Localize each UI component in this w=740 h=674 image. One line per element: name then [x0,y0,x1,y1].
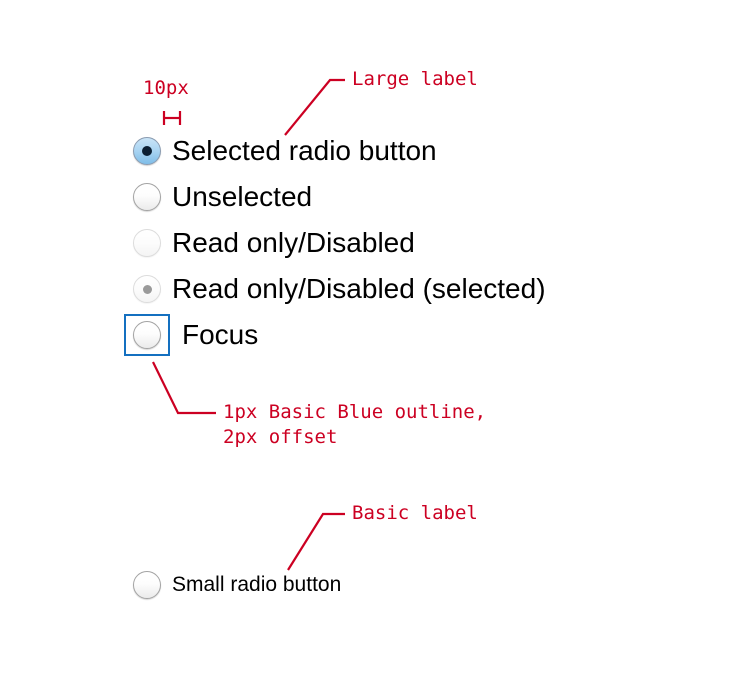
radio-row-selected[interactable]: Selected radio button [132,136,437,166]
basic-label-leader [287,512,345,571]
radio-label-focus: Focus [182,319,259,350]
radio-row-read-only-disabled: Read only/Disabled [132,228,415,258]
basic-label-annotation: Basic label [352,502,478,524]
radio-circle-selected-icon [133,137,161,165]
radio-label-unselected: Unselected [172,181,313,212]
radio-row-small[interactable]: Small radio button [132,570,341,600]
radio-circle-unselected-icon [133,183,161,211]
radio-button-focus[interactable] [124,314,170,356]
focus-outline-leader [152,361,216,415]
radio-label-read-only-disabled: Read only/Disabled [172,227,415,258]
radio-row-read-only-disabled-selected: Read only/Disabled (selected) [132,274,546,304]
radio-label-selected: Selected radio button [172,135,437,166]
radio-label-small: Small radio button [172,573,342,596]
radio-button-small[interactable] [132,570,162,600]
focus-outline-ring [124,314,170,356]
radio-button-unselected[interactable] [132,182,162,212]
radio-button-disabled-selected [132,274,162,304]
radio-row-focus[interactable]: Focus [124,314,259,356]
radio-button-selected[interactable] [132,136,162,166]
radio-label-read-only-disabled-selected: Read only/Disabled (selected) [172,273,546,304]
focus-outline-annotation-line1: 1px Basic Blue outline, [223,401,487,423]
large-label-leader [284,78,345,136]
radio-row-unselected[interactable]: Unselected [132,182,312,212]
radio-circle-disabled-selected-icon [133,275,161,303]
focus-outline-annotation-line2: 2px offset [223,426,338,448]
focus-outline-annotation: 1px Basic Blue outline, 2px offset [223,400,486,450]
spacing-measure-bracket [162,111,182,125]
radio-circle-disabled-icon [133,229,161,257]
large-label-annotation: Large label [352,68,478,90]
spacing-annotation-label: 10px [143,77,189,99]
radio-circle-focus-icon [133,321,161,349]
radio-circle-small-icon [133,571,161,599]
radio-button-disabled [132,228,162,258]
